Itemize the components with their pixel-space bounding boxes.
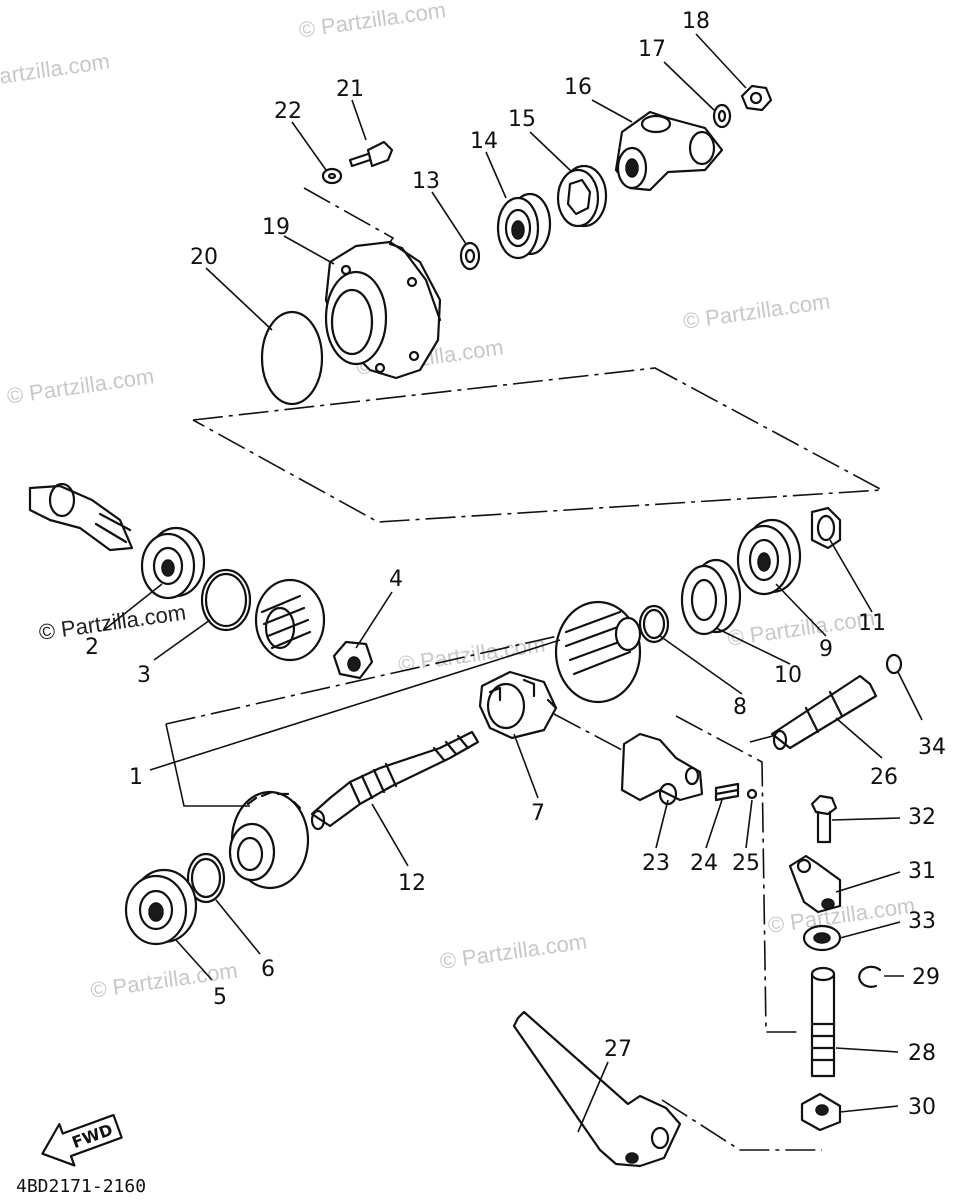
callout-5: 5 — [213, 985, 227, 1010]
part-6-washer — [186, 852, 226, 904]
part-12-drive-shaft — [310, 730, 480, 831]
part-24-spring — [714, 782, 740, 802]
callout-31: 31 — [908, 859, 936, 884]
callout-17: 17 — [638, 37, 666, 62]
part-15-oil-seal — [556, 164, 608, 228]
callout-8: 8 — [733, 695, 747, 720]
callout-11: 11 — [858, 611, 886, 636]
callout-20: 20 — [190, 245, 218, 270]
callout-15: 15 — [508, 107, 536, 132]
callout-22: 22 — [274, 99, 302, 124]
callout-32: 32 — [908, 805, 936, 830]
part-29-circlip — [858, 965, 882, 988]
part-9-bearing — [736, 518, 802, 596]
callout-21: 21 — [336, 77, 364, 102]
callout-2: 2 — [85, 635, 99, 660]
watermark: © Partzilla.com — [766, 893, 916, 938]
callout-18: 18 — [682, 9, 710, 34]
drawing-code: 4BD2171-2160 — [16, 1176, 146, 1197]
watermark: © Partzilla.com — [0, 48, 111, 93]
part-3-o-ring — [200, 568, 252, 632]
callout-14: 14 — [470, 129, 498, 154]
watermark: © Partzilla.com — [5, 363, 155, 408]
part-26-shift-shaft — [770, 674, 878, 751]
part-33-bushing — [802, 924, 842, 952]
watermarks: © Partzilla.com © Partzilla.com © Partzi… — [0, 0, 917, 1003]
part-4-nut — [332, 640, 374, 680]
callout-7: 7 — [531, 801, 545, 826]
part-14-bearing — [496, 192, 552, 260]
part-32-bolt — [810, 794, 838, 844]
part-22-washer — [321, 167, 343, 185]
part-8-washer — [638, 604, 670, 644]
part-19-bearing-housing — [324, 240, 442, 380]
part-17-washer — [712, 103, 732, 129]
part-20-gasket — [260, 310, 324, 406]
part-25-ball — [746, 788, 758, 800]
callout-25: 25 — [732, 851, 760, 876]
part-10-collar — [680, 558, 742, 636]
part-28-shaft — [810, 966, 836, 1078]
callout-6: 6 — [261, 957, 275, 982]
callout-33: 33 — [908, 909, 936, 934]
part-18-nut — [740, 84, 773, 112]
part-30-washer-plate — [800, 1092, 842, 1132]
callout-13: 13 — [412, 169, 440, 194]
part-21-bolt — [348, 140, 394, 168]
part-2-shaft-bearing — [28, 482, 206, 600]
watermark-overlay: © Partzilla.com — [37, 600, 187, 645]
callout-29: 29 — [912, 965, 940, 990]
callout-10: 10 — [774, 663, 802, 688]
callout-28: 28 — [908, 1041, 936, 1066]
callout-19: 19 — [262, 215, 290, 240]
callout-3: 3 — [137, 663, 151, 688]
part-11-circlip — [810, 506, 842, 550]
callout-34: 34 — [918, 735, 946, 760]
callout-16: 16 — [564, 75, 592, 100]
callout-4: 4 — [389, 567, 403, 592]
part-1-ring-gear — [254, 578, 326, 662]
part-5-bearing — [124, 868, 198, 946]
watermark: © Partzilla.com — [681, 288, 831, 333]
part-16-yoke — [614, 110, 724, 192]
watermark: © Partzilla.com — [297, 0, 447, 43]
callout-30: 30 — [908, 1095, 936, 1120]
callout-24: 24 — [690, 851, 718, 876]
watermark: © Partzilla.com — [635, 0, 785, 2]
watermark: © Partzilla.com — [438, 929, 588, 974]
part-34-o-ring — [885, 653, 903, 675]
callout-26: 26 — [870, 765, 898, 790]
fwd-arrow-icon: FWD — [41, 1113, 123, 1167]
part-1-pinion-gear — [228, 790, 310, 890]
leader-lines — [103, 33, 923, 1133]
part-23-shift-fork — [620, 732, 704, 806]
callout-labels: 18 17 16 15 14 13 21 22 19 20 4 2 3 8 9 … — [85, 9, 946, 1120]
part-bevel-gear-center — [554, 600, 642, 704]
callout-1: 1 — [129, 765, 143, 790]
callout-27: 27 — [604, 1037, 632, 1062]
callout-12: 12 — [398, 871, 426, 896]
part-13-washer — [459, 241, 481, 271]
watermark: © Partzilla.com — [396, 632, 546, 677]
part-31-stopper-plate — [788, 854, 842, 914]
callout-23: 23 — [642, 851, 670, 876]
part-7-clutch-dog — [478, 670, 558, 740]
callout-9: 9 — [819, 637, 833, 662]
assembly-lines — [165, 187, 885, 1151]
